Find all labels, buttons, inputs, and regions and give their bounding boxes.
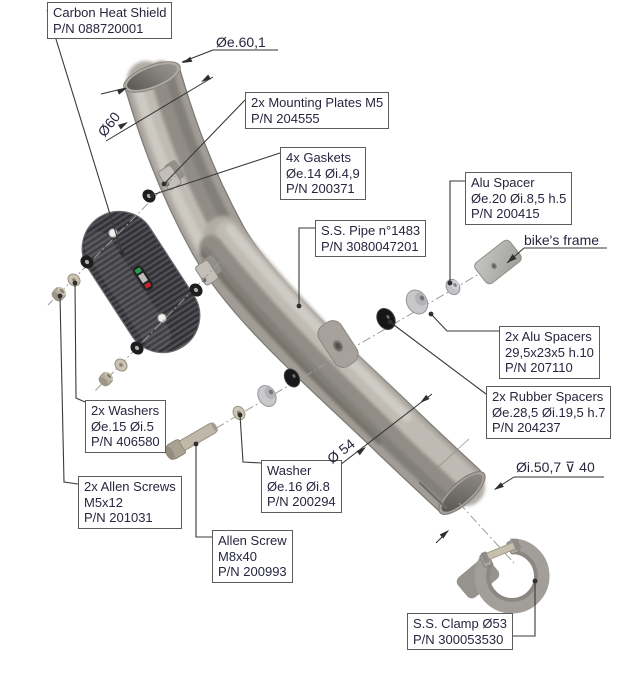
dimension-arrows <box>116 56 504 539</box>
label-text-line: P/N 201031 <box>84 510 153 525</box>
label-text-line: S.S. Clamp Ø53 <box>413 616 507 631</box>
shield-fasteners-upper <box>51 189 156 302</box>
label-text-line: Øe.16 Øi.8 <box>267 478 330 494</box>
leader-rubber-spacers-2x <box>389 321 487 395</box>
label-text-line: 2x Washers <box>91 403 160 418</box>
pipe-inlet-opening <box>123 61 181 93</box>
label-ss-pipe: S.S. Pipe n°1483 P/N 3080047201 <box>315 220 427 257</box>
label-text-line: 29,5x23x5 h.10 <box>505 344 594 360</box>
label-rubber-spacers-2x: 2x Rubber Spacers Øe.28,5 Øi.19,5 h.7 P/… <box>486 386 612 439</box>
label-alu-spacers-2x: 2x Alu Spacers 29,5x23x5 h.10 P/N 207110 <box>499 326 600 379</box>
label-text-line: Øe.28,5 Øi.19,5 h.7 <box>492 404 606 420</box>
leader-mounting-plates <box>163 99 246 185</box>
label-text-line: 2x Rubber Spacers <box>492 389 604 404</box>
label-text-line: P/N 200993 <box>218 564 287 579</box>
label-ss-clamp: S.S. Clamp Ø53 P/N 300053530 <box>407 613 513 650</box>
label-text-line: M8x40 <box>218 548 258 564</box>
label-text-line: Allen Screw <box>218 533 287 548</box>
label-text-line: P/N 088720001 <box>53 20 144 36</box>
pipe-shading <box>127 61 485 509</box>
label-text-line: 2x Allen Screws <box>84 479 176 494</box>
label-text-line: M5x12 <box>84 494 124 510</box>
label-text-line: Øe.15 Øi.5 <box>91 418 154 434</box>
label-mounting-plates: 2x Mounting Plates M5 P/N 204555 <box>245 92 390 129</box>
clamp-bolt-shape <box>480 538 522 564</box>
bike-frame-block-shape <box>474 239 522 285</box>
label-text-line: P/N 200371 <box>286 181 355 196</box>
label-text-line: Øe.20 Øi.8,5 h.5 <box>471 190 567 206</box>
carbon-heat-shield-shape <box>81 210 201 354</box>
label-text-line: P/N 200294 <box>267 494 336 509</box>
shield-fasteners-lower <box>98 283 203 387</box>
callout-bikes-frame: bike's frame <box>524 232 600 248</box>
label-allen-screw: Allen Screw M8x40 P/N 200993 <box>212 530 293 583</box>
arrow-bikes-frame <box>507 254 517 263</box>
label-gaskets: 4x Gaskets Øe.14 Øi.4,9 P/N 200371 <box>280 147 366 200</box>
mounting-plate-2-hole <box>201 277 207 283</box>
label-text-line: S.S. Pipe n°1483 <box>321 223 421 238</box>
leader-bikes-frame <box>506 247 607 264</box>
leader-gaskets <box>151 152 281 196</box>
rubber-spacer-right-shape <box>376 308 396 330</box>
label-text-line: P/N 200415 <box>471 206 540 221</box>
brand-logo <box>132 264 154 292</box>
ss-clamp-shape <box>456 538 550 614</box>
label-text-line: P/N 204555 <box>251 110 320 126</box>
outlet-slot <box>418 481 448 510</box>
label-text-line: Alu Spacer <box>471 175 535 190</box>
leader-carbon-heat-shield <box>46 9 123 254</box>
label-washer: Washer Øe.16 Øi.8 P/N 200294 <box>261 460 342 513</box>
leader-alu-spacers-2x <box>430 313 499 332</box>
label-text-line: P/N 3080047201 <box>321 238 419 254</box>
label-alu-spacer: Alu Spacer Øe.20 Øi.8,5 h.5 P/N 200415 <box>465 172 573 225</box>
label-washers-2x: 2x Washers Øe.15 Øi.5 P/N 406580 <box>85 400 166 453</box>
label-text-line: 2x Alu Spacers <box>505 329 592 344</box>
mounting-plate-2-shape <box>195 255 222 286</box>
label-text-line: Øe.14 Øi.4,9 <box>286 165 360 181</box>
dimension-lines <box>100 49 604 544</box>
allen-screw-m5-shape <box>98 371 114 387</box>
shield-hole-2 <box>157 313 167 323</box>
label-text-line: Carbon Heat Shield <box>53 5 167 20</box>
center-line-clamp <box>458 502 515 564</box>
dim-text-inner-diameter: Øi.50,7 ⊽ 40 <box>516 459 595 475</box>
leader-ss-pipe <box>298 227 315 306</box>
pipe-outlet-opening <box>418 438 486 515</box>
center-line-shield-lower <box>94 261 221 392</box>
leader-dots <box>57 181 538 584</box>
leader-allen-screw <box>195 444 212 538</box>
rubber-spacer-left-shape <box>283 368 301 388</box>
label-carbon-heat-shield: Carbon Heat Shield P/N 088720001 <box>47 2 173 39</box>
leader-washer <box>239 414 262 464</box>
alu-spacer-right-shape <box>405 289 429 315</box>
leader-ss-clamp <box>513 581 536 637</box>
pipe-bracket-shape <box>317 320 359 368</box>
label-text-line: P/N 204237 <box>492 420 561 435</box>
frame-mount-chain <box>164 239 522 461</box>
leader-alu-spacer <box>449 180 465 283</box>
dim-text-outer-diameter: Øe.60,1 <box>216 34 266 50</box>
leader-washers-2x <box>74 282 86 403</box>
alu-spacer-left-shape <box>257 385 277 407</box>
leader-lines <box>46 9 607 637</box>
label-text-line: Washer <box>267 463 312 478</box>
label-text-line: P/N 207110 <box>505 360 573 375</box>
label-text-line: P/N 300053530 <box>413 631 504 647</box>
dim-d60-line <box>105 76 214 142</box>
label-allen-screws-2x: 2x Allen Screws M5x12 P/N 201031 <box>78 476 182 529</box>
leader-allen-screws-2x <box>59 295 79 485</box>
alu-spacer-single-shape <box>445 278 461 296</box>
allen-screw-m8-shape <box>164 422 218 461</box>
label-text-line: P/N 406580 <box>91 434 160 449</box>
label-text-line: 4x Gaskets <box>286 150 352 165</box>
label-text-line: 2x Mounting Plates M5 <box>251 95 384 110</box>
